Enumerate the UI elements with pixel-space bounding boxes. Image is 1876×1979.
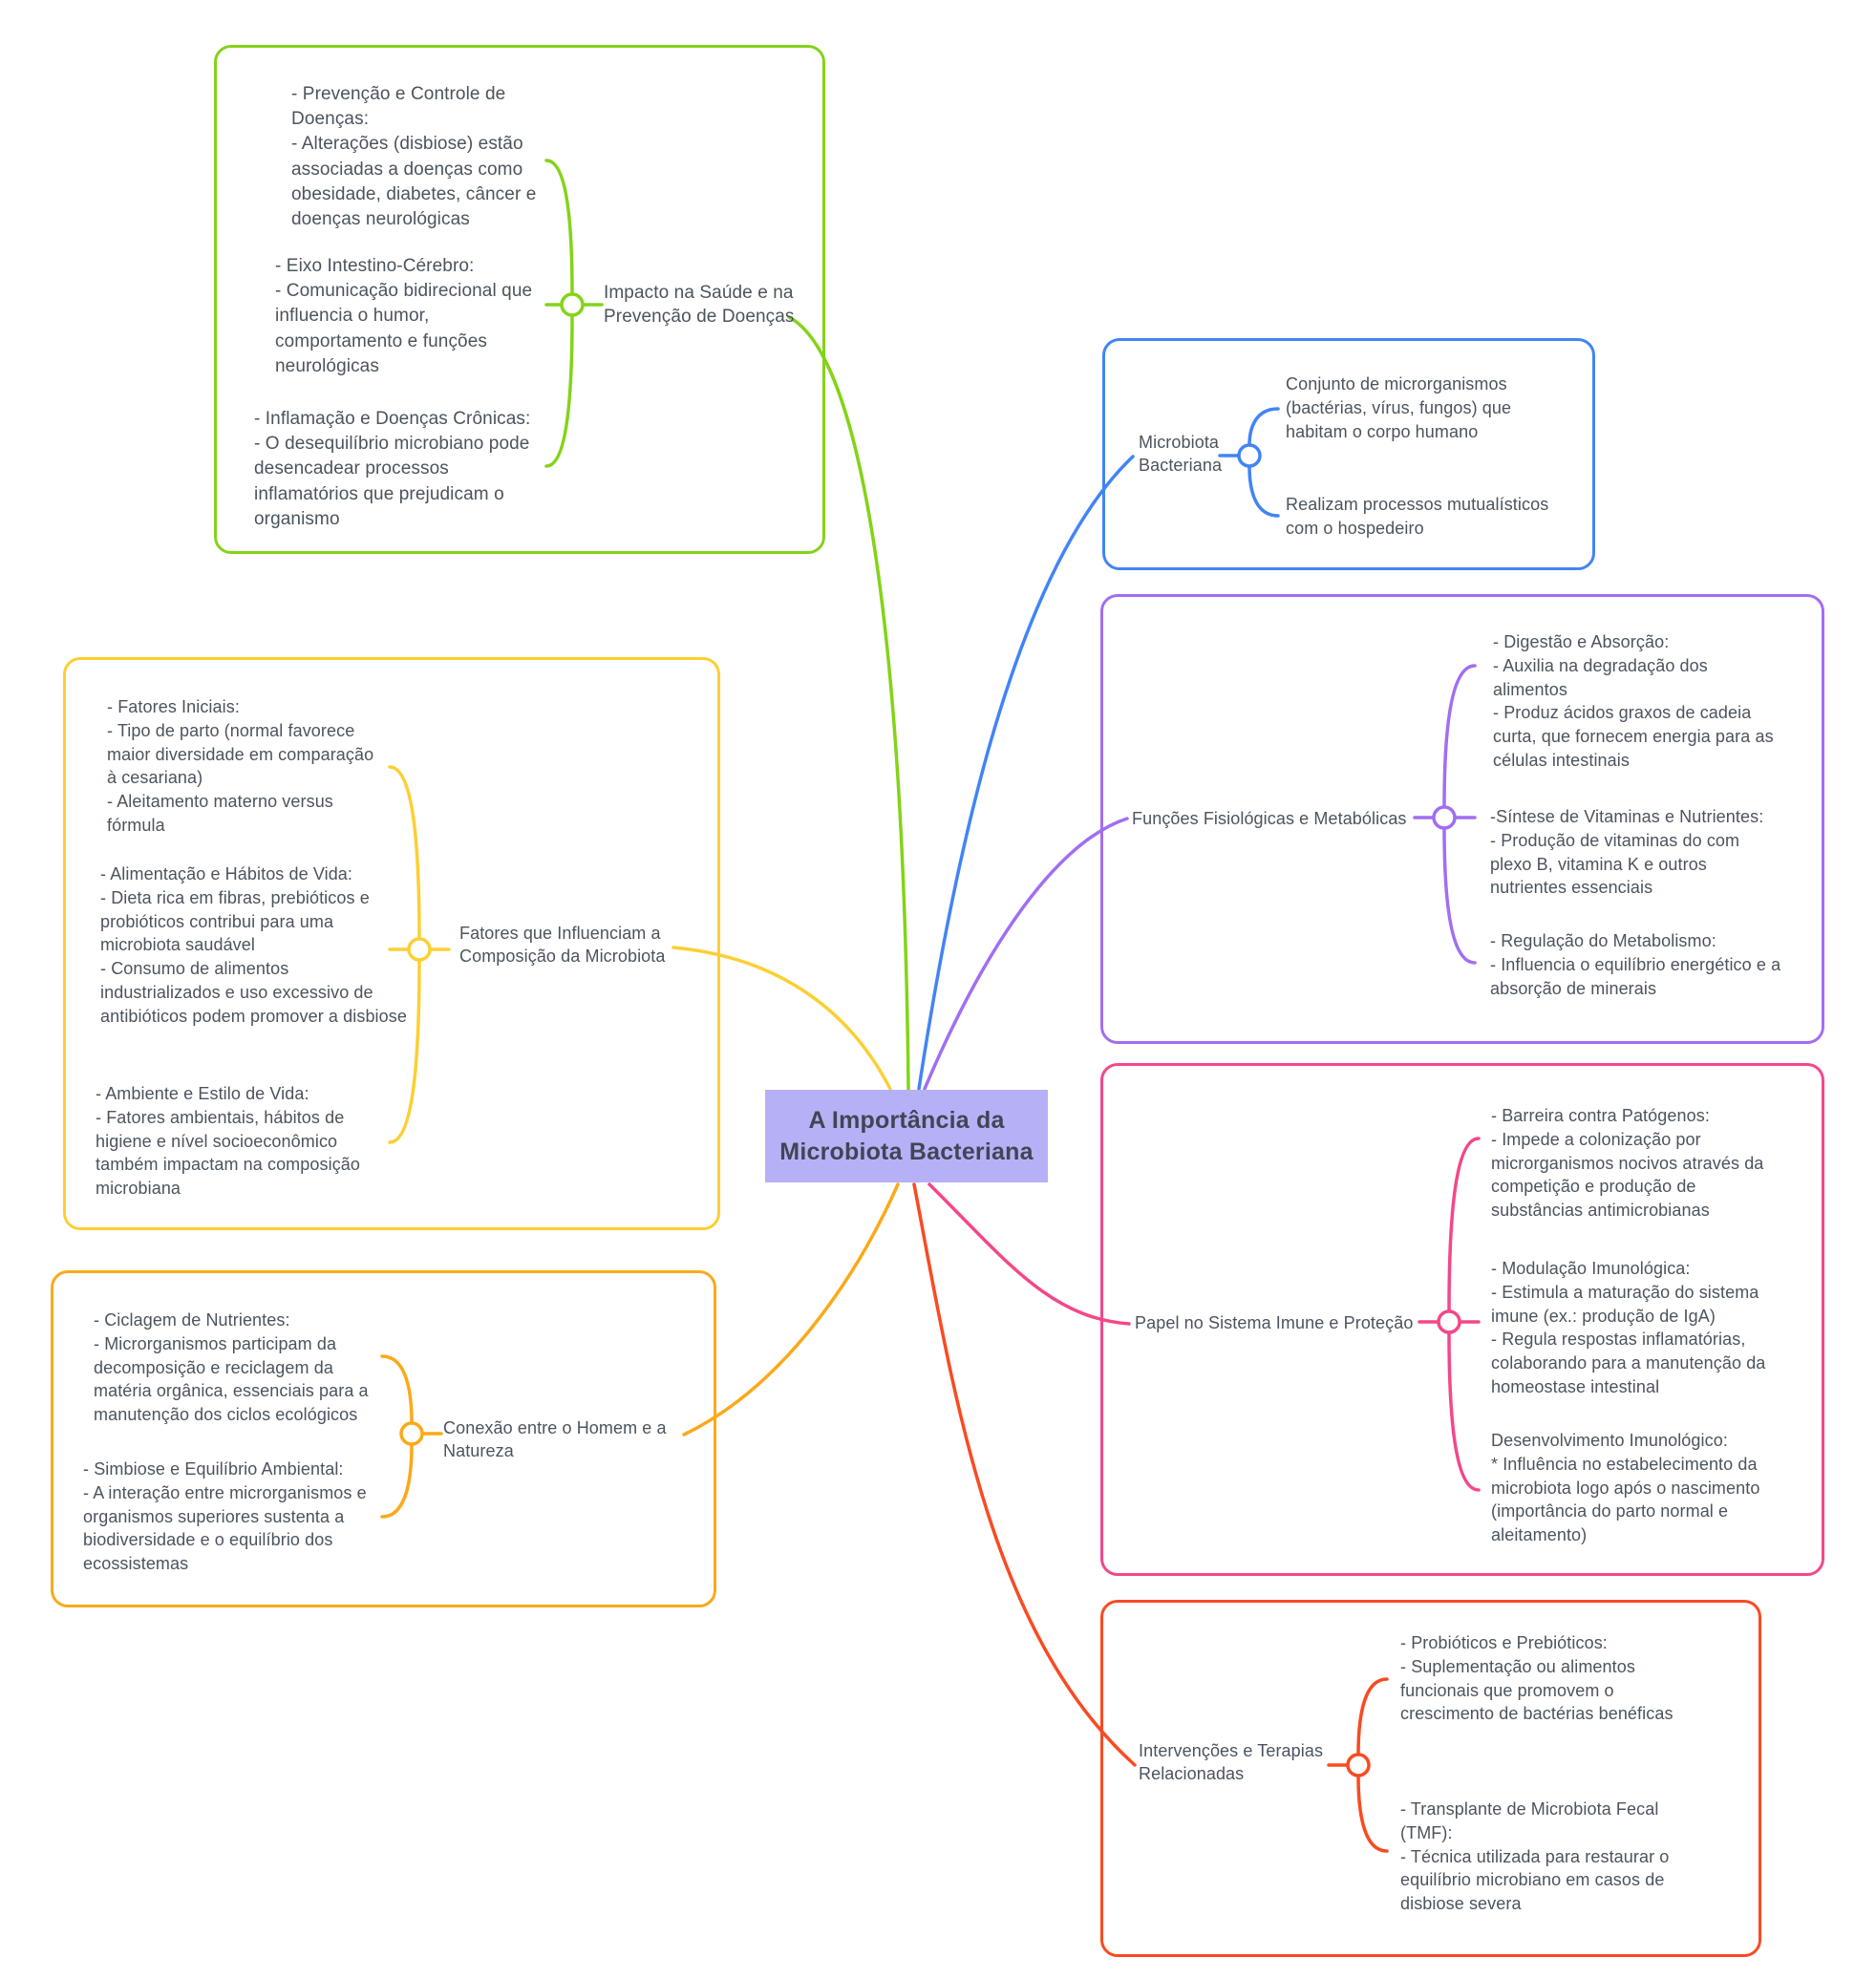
branch-label-funcoes-fisiologicas[interactable]: Funções Fisiológicas e Metabólicas — [1132, 809, 1407, 828]
branch-item-microbiota-bacteriana-2[interactable]: Realizam processos mutualísticos com o h… — [1286, 495, 1549, 538]
branch-item-funcoes-fisiologicas-3[interactable]: - Regulação do Metabolismo: - Influencia… — [1490, 931, 1781, 998]
branch-item-intervencoes-terapias-1[interactable]: - Probióticos e Prebióticos: - Suplement… — [1400, 1633, 1673, 1724]
branch-item-funcoes-fisiologicas-2[interactable]: -Síntese de Vitaminas e Nutrientes: - Pr… — [1490, 807, 1764, 898]
branch-label-fatores-composicao[interactable]: Fatores que Influenciam a Composição da … — [459, 924, 666, 966]
branch-box-conexao-natureza — [51, 1270, 716, 1607]
branch-item-microbiota-bacteriana-1[interactable]: Conjunto de microrganismos (bactérias, v… — [1286, 374, 1512, 441]
branch-item-sistema-imune-2[interactable]: - Modulação Imunológica: - Estimula a ma… — [1491, 1259, 1766, 1397]
branch-item-funcoes-fisiologicas-1[interactable]: - Digestão e Absorção: - Auxilia na degr… — [1493, 632, 1774, 771]
branch-item-conexao-natureza-1[interactable]: - Ciclagem de Nutrientes: - Microrganism… — [94, 1310, 369, 1425]
branch-item-impacto-saude-2[interactable]: - Eixo Intestino-Cérebro: - Comunicação … — [275, 256, 533, 376]
branch-item-fatores-composicao-1[interactable]: - Fatores Iniciais: - Tipo de parto (nor… — [107, 697, 374, 836]
branch-item-fatores-composicao-2[interactable]: - Alimentação e Hábitos de Vida: - Dieta… — [100, 864, 407, 1026]
branch-label-sistema-imune[interactable]: Papel no Sistema Imune e Proteção — [1135, 1313, 1414, 1332]
connector-path — [923, 817, 1129, 1091]
branch-item-impacto-saude-1[interactable]: - Prevenção e Controle de Doenças: - Alt… — [291, 84, 537, 230]
branch-item-conexao-natureza-2[interactable]: - Simbiose e Equilíbrio Ambiental: - A i… — [83, 1459, 367, 1574]
branch-item-sistema-imune-1[interactable]: - Barreira contra Patógenos: - Impede a … — [1491, 1106, 1764, 1221]
branch-item-sistema-imune-3[interactable]: Desenvolvimento Imunológico: * Influênci… — [1491, 1431, 1760, 1545]
branch-label-impacto-saude[interactable]: Impacto na Saúde e na Prevenção de Doenç… — [604, 283, 795, 328]
branch-label-intervencoes-terapias[interactable]: Intervenções e Terapias Relacionadas — [1139, 1741, 1324, 1783]
branch-box-intervencoes-terapias — [1100, 1600, 1761, 1957]
branch-item-fatores-composicao-3[interactable]: - Ambiente e Estilo de Vida: - Fatores a… — [96, 1084, 361, 1199]
central-topic-label: A Importância da Microbiota Bacteriana — [779, 1106, 1034, 1165]
connector-path — [927, 1182, 1131, 1326]
branch-label-conexao-natureza[interactable]: Conexão entre o Homem e a Natureza — [443, 1418, 667, 1460]
branch-item-intervencoes-terapias-2[interactable]: - Transplante de Microbiota Fecal (TMF):… — [1400, 1799, 1670, 1914]
branch-box-microbiota-bacteriana — [1102, 338, 1595, 570]
branch-box-fatores-composicao — [63, 657, 720, 1230]
branch-label-microbiota-bacteriana[interactable]: Microbiota Bacteriana — [1139, 433, 1223, 475]
central-topic-node[interactable]: A Importância da Microbiota Bacteriana — [765, 1090, 1048, 1182]
branch-box-impacto-saude — [214, 45, 825, 554]
branch-item-impacto-saude-3[interactable]: - Inflamação e Doenças Crônicas: - O des… — [254, 409, 531, 529]
